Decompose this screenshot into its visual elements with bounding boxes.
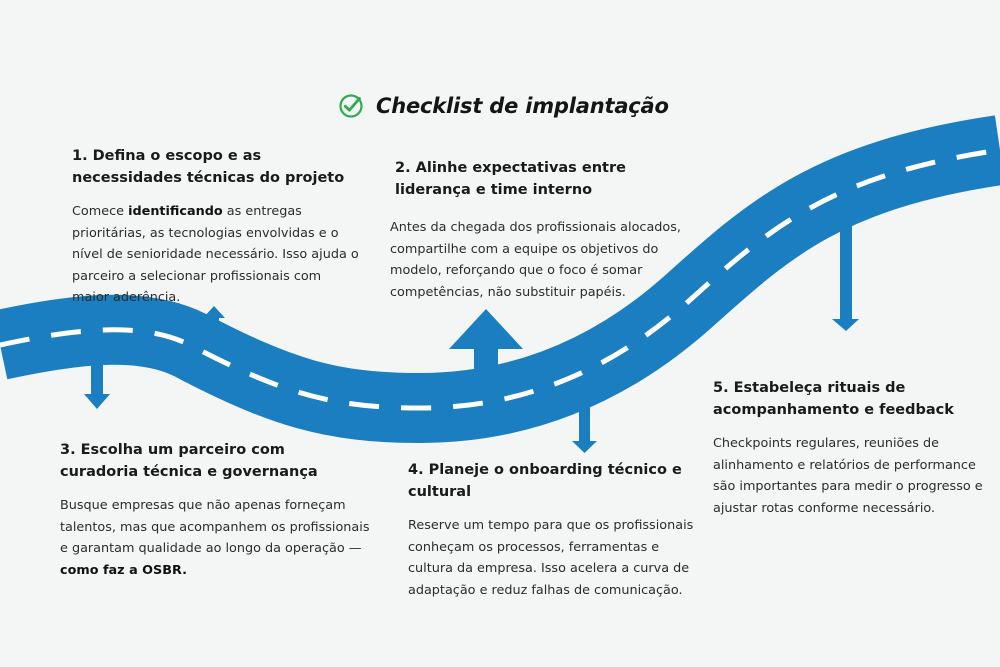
step-3-description: Busque empresas que não apenas forneçam … — [60, 495, 380, 581]
page-title: Checklist de implantação — [376, 94, 669, 118]
step-1-title-line-2: necessidades técnicas do projeto — [72, 170, 345, 186]
step-2: 2. Alinhe expectativas entre liderança e… — [390, 157, 700, 303]
arrow-down-icon-step5 — [832, 226, 859, 331]
step-4-title-line-1: 4. Planeje o onboarding técnico e — [408, 462, 682, 478]
step-4-description: Reserve um tempo para que os profissiona… — [408, 518, 694, 598]
step-1-body-intro: Comece — [72, 204, 129, 219]
step-4-title-line-2: cultural — [408, 484, 472, 500]
checklist-header: Checklist de implantação — [338, 90, 669, 122]
step-3: 3. Escolha um parceiro com curadoria téc… — [60, 439, 380, 581]
step-1: 1. Defina o escopo e as necessidades téc… — [72, 145, 362, 309]
step-1-title: 1. Defina o escopo e as necessidades téc… — [72, 145, 362, 189]
step-4: 4. Planeje o onboarding técnico e cultur… — [408, 459, 708, 601]
step-2-title-line-1: 2. Alinhe expectativas entre — [395, 160, 626, 176]
arrow-up-icon-step1 — [203, 306, 225, 332]
step-5-description: Checkpoints regulares, reuniões de alinh… — [713, 436, 983, 516]
step-4-title: 4. Planeje o onboarding técnico e cultur… — [408, 459, 708, 503]
arrow-down-icon-step4 — [572, 395, 597, 453]
step-5: 5. Estabeleça rituais de acompanhamento … — [713, 377, 998, 519]
step-3-title-line-1: 3. Escolha um parceiro com — [60, 442, 285, 458]
check-circle-icon — [339, 94, 363, 118]
step-1-title-line-1: 1. Defina o escopo e as — [72, 148, 262, 164]
step-3-title: 3. Escolha um parceiro com curadoria téc… — [60, 439, 380, 483]
step-3-title-line-2: curadoria técnica e governança — [60, 464, 318, 480]
step-3-body-highlight: como faz a OSBR. — [60, 562, 187, 578]
step-5-title: 5. Estabeleça rituais de acompanhamento … — [713, 377, 998, 421]
step-2-title: 2. Alinhe expectativas entre liderança e… — [390, 157, 700, 201]
step-2-title-line-2: liderança e time interno — [395, 182, 593, 198]
step-2-description: Antes da chegada dos profissionais aloca… — [390, 220, 681, 300]
step-1-body-highlight: identificando — [128, 204, 223, 219]
road-lane-markings — [0, 147, 1000, 411]
arrow-down-icon-step1 — [84, 362, 110, 409]
step-5-title-line-1: 5. Estabeleça rituais de — [713, 380, 906, 396]
step-1-body-rest: as entregas prioritárias, as tecnologias… — [72, 204, 359, 305]
step-5-title-line-2: acompanhamento e feedback — [713, 402, 954, 418]
arrow-up-icon-step2 — [449, 309, 523, 382]
step-1-description: Comece identificando as entregas priorit… — [72, 201, 362, 309]
step-3-body-intro: Busque empresas que não apenas forneçam … — [60, 498, 370, 556]
